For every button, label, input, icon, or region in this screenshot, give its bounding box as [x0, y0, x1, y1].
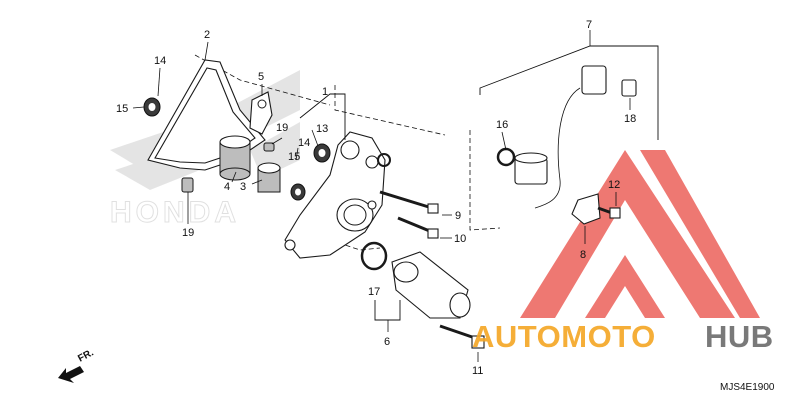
drawing-code: MJS4E1900: [720, 382, 775, 393]
watermark-triangle-logo: [520, 150, 760, 318]
long-bolt-part: [439, 324, 485, 349]
dowel-pin-lower-part: [181, 177, 194, 193]
callout-15: 15: [116, 103, 128, 115]
sensor-connector-part: [581, 65, 607, 95]
assembly-boundary-dashes: [194, 54, 501, 251]
callout-11: 11: [472, 365, 483, 377]
dowel-pin-part: [263, 142, 275, 152]
callout-9: 9: [455, 210, 461, 222]
callout-17: 17: [368, 286, 380, 298]
sensor-o-ring-part: [496, 147, 516, 167]
front-direction-indicator: FR.: [58, 347, 96, 383]
callout-14: 14: [154, 55, 166, 67]
small-o-ring-part: [377, 153, 391, 167]
front-label: FR.: [76, 347, 96, 364]
bolt-10-part: [397, 216, 439, 239]
callout-numbers: 1 2 3 4 5 6 7 8 9 10 11 12 13 14 15 16 1…: [116, 19, 636, 377]
callout-19-second: 19: [276, 122, 288, 134]
connector-clip-part: [621, 79, 637, 97]
callout-15-second: 15: [288, 151, 300, 163]
callout-4: 4: [224, 181, 230, 193]
callout-5: 5: [258, 71, 264, 83]
leader-lines: [132, 41, 631, 362]
shift-motor-part: [391, 251, 471, 319]
callout-13: 13: [316, 123, 328, 135]
shift-arm-part: [249, 91, 273, 135]
sensor-plate-part: [571, 193, 601, 225]
angle-sensor-part: [514, 152, 548, 185]
callout-8: 8: [580, 249, 586, 261]
callout-3: 3: [240, 181, 246, 193]
callout-7: 7: [586, 19, 592, 31]
callout-12: 12: [608, 179, 620, 191]
sensor-wire: [534, 87, 581, 209]
callout-2: 2: [204, 29, 210, 41]
callout-1-bracket: [299, 93, 346, 140]
callout-10: 10: [454, 233, 466, 245]
callout-14-second: 14: [298, 137, 310, 149]
honda-wordmark: HONDA: [110, 196, 240, 229]
callout-19: 19: [182, 227, 194, 239]
callout-18: 18: [624, 113, 636, 125]
callout-6-bracket: [374, 300, 401, 321]
brand-watermark-part2: HUB: [705, 319, 774, 354]
brand-watermark-part1: AUTOMOTO: [472, 319, 656, 354]
front-arrow-icon: [58, 366, 84, 383]
callout-16: 16: [496, 119, 508, 131]
sensor-bolt-part: [597, 206, 621, 219]
callout-1: 1: [322, 86, 328, 98]
bolt-9-part: [379, 190, 439, 214]
callout-6: 6: [384, 336, 390, 348]
motor-o-ring-part: [360, 241, 388, 271]
brand-watermark: AUTOMOTO HUB: [472, 319, 774, 354]
